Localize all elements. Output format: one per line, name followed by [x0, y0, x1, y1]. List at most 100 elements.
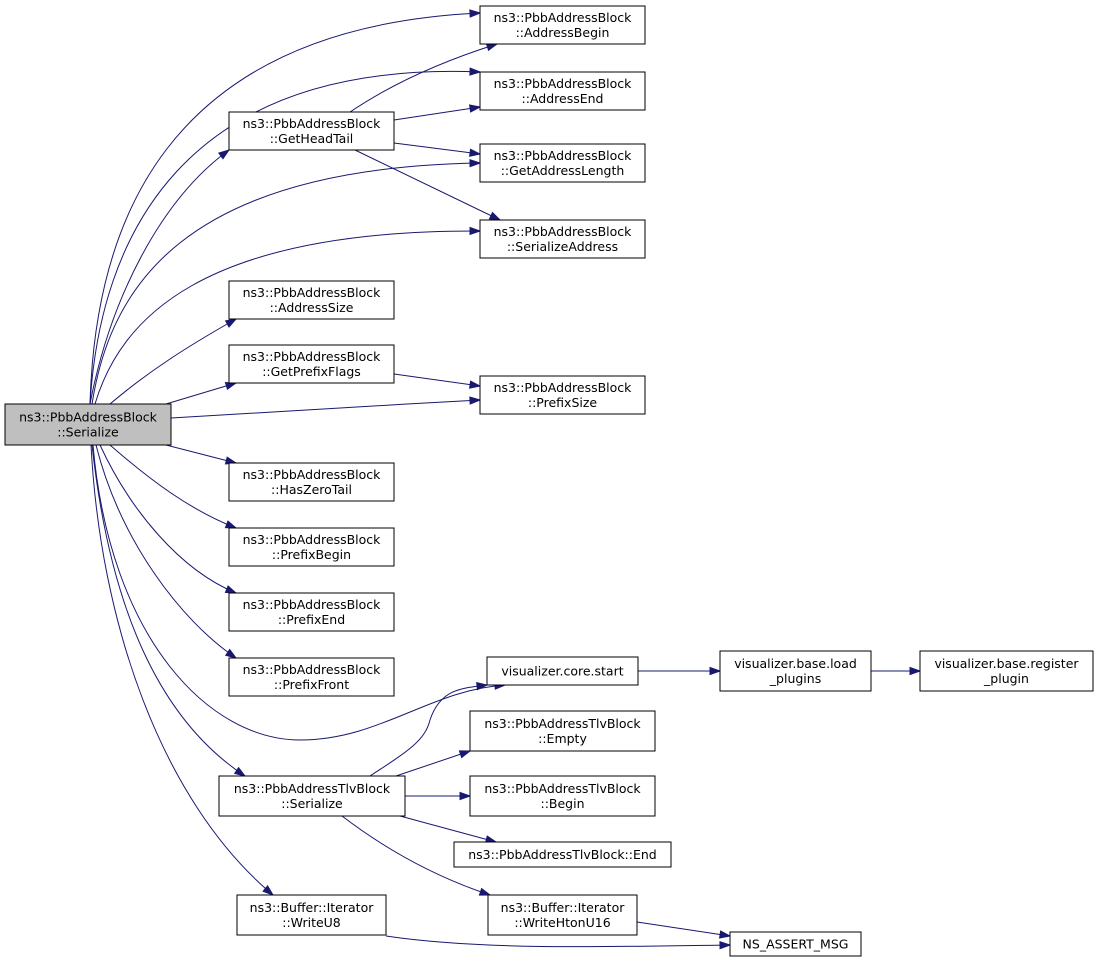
arrowhead-icon	[469, 380, 482, 389]
node-label: visualizer.base.register	[934, 656, 1079, 671]
edge-writeU8-to-assertMsg	[385, 935, 732, 950]
node-box	[479, 71, 646, 111]
edge-line	[369, 684, 488, 777]
node-tlvEnd[interactable]: ns3::PbbAddressTlvBlock::End	[453, 841, 672, 868]
edge-root-to-getHeadTail	[89, 149, 231, 405]
edge-line	[399, 815, 497, 843]
nodes-layer: ns3::PbbAddressBlock::Serializens3::PbbA…	[4, 5, 1094, 957]
arrowhead-icon	[909, 666, 922, 676]
node-hasZeroTail[interactable]: ns3::PbbAddressBlock::HasZeroTail	[228, 462, 395, 502]
node-writeU8[interactable]: ns3::Buffer::Iterator::WriteU8	[236, 894, 387, 936]
edge-line	[89, 70, 481, 405]
edge-line	[94, 230, 481, 405]
node-prefixEnd[interactable]: ns3::PbbAddressBlock::PrefixEnd	[228, 592, 395, 632]
node-tlvSerialize[interactable]: ns3::PbbAddressTlvBlock::Serialize	[218, 775, 406, 817]
node-prefixSize[interactable]: ns3::PbbAddressBlock::PrefixSize	[479, 375, 646, 415]
node-label: ns3::PbbAddressBlock	[494, 10, 633, 25]
edge-tlvSerialize-to-tlvEmpty	[395, 750, 472, 777]
node-writeHtonU16[interactable]: ns3::Buffer::Iterator::WriteHtonU16	[487, 894, 638, 936]
node-addressSize[interactable]: ns3::PbbAddressBlock::AddressSize	[228, 280, 395, 320]
node-box	[479, 375, 646, 415]
node-root[interactable]: ns3::PbbAddressBlock::Serialize	[4, 403, 172, 446]
node-label: ns3::PbbAddressBlock	[19, 410, 158, 425]
node-label: ns3::PbbAddressBlock	[243, 349, 382, 364]
node-vizRegisterPlugin[interactable]: visualizer.base.register_plugin	[919, 650, 1094, 692]
arrowhead-icon	[233, 766, 247, 777]
node-label: ::GetPrefixFlags	[262, 364, 361, 379]
edge-getPrefixFlags-to-prefixSize	[393, 373, 482, 389]
edge-line	[393, 373, 481, 387]
edge-root-to-getAddressLength	[91, 158, 482, 405]
node-box	[486, 656, 639, 686]
node-box	[453, 841, 672, 868]
node-label: ns3::PbbAddressTlvBlock::End	[468, 847, 657, 862]
node-label: visualizer.core.start	[501, 664, 623, 679]
edge-root-to-prefixFront	[95, 444, 238, 659]
node-addressBegin[interactable]: ns3::PbbAddressBlock::AddressBegin	[479, 5, 646, 45]
node-label: ns3::PbbAddressBlock	[494, 76, 633, 91]
node-tlvEmpty[interactable]: ns3::PbbAddressTlvBlock::Empty	[469, 710, 656, 752]
edge-line	[91, 444, 246, 777]
arrowhead-icon	[262, 885, 275, 896]
arrowhead-icon	[459, 791, 472, 801]
node-label: ns3::PbbAddressBlock	[243, 285, 382, 300]
node-vizCoreStart[interactable]: visualizer.core.start	[486, 656, 639, 686]
node-label: visualizer.base.load	[734, 656, 857, 671]
edge-root-to-hasZeroTail	[165, 444, 238, 465]
node-prefixBegin[interactable]: ns3::PbbAddressBlock::PrefixBegin	[228, 527, 395, 567]
arrowhead-icon	[224, 585, 238, 594]
node-label: ns3::PbbAddressBlock	[243, 662, 382, 677]
node-label: ::PrefixBegin	[272, 547, 351, 562]
edge-line	[99, 444, 237, 594]
edge-line	[109, 444, 237, 529]
node-addressEnd[interactable]: ns3::PbbAddressBlock::AddressEnd	[479, 71, 646, 111]
edge-tlvSerialize-to-tlvEnd	[399, 815, 498, 844]
node-box	[487, 894, 638, 936]
arrowhead-icon	[469, 158, 482, 168]
node-serializeAddress[interactable]: ns3::PbbAddressBlock::SerializeAddress	[479, 219, 646, 259]
node-box	[729, 931, 862, 957]
edges-layer	[89, 9, 922, 950]
node-box	[228, 657, 395, 697]
node-label: ::PrefixFront	[274, 677, 349, 692]
node-getAddressLength[interactable]: ns3::PbbAddressBlock::GetAddressLength	[479, 143, 646, 183]
edge-line	[393, 106, 481, 121]
node-tlvBegin[interactable]: ns3::PbbAddressTlvBlock::Begin	[469, 775, 656, 817]
node-box	[228, 592, 395, 632]
edge-root-to-addressBegin	[89, 9, 482, 405]
node-label: ::Begin	[540, 796, 584, 811]
arrowhead-icon	[469, 67, 482, 76]
edge-getHeadTail-to-getAddressLength	[393, 142, 482, 157]
node-label: ::WriteHtonU16	[514, 915, 610, 930]
edge-tlvSerialize-to-tlvBegin	[405, 791, 472, 801]
arrowhead-icon	[218, 149, 231, 160]
node-label: ns3::PbbAddressTlvBlock	[484, 716, 641, 731]
arrowhead-icon	[469, 9, 482, 18]
node-box	[469, 710, 656, 752]
arrowhead-icon	[709, 666, 722, 676]
node-box	[469, 775, 656, 817]
node-box	[228, 344, 395, 384]
node-box	[228, 462, 395, 502]
arrowhead-icon	[224, 381, 238, 391]
node-vizLoadPlugins[interactable]: visualizer.base.load_plugins	[719, 650, 872, 692]
node-label: ::HasZeroTail	[271, 482, 352, 497]
edge-getHeadTail-to-serializeAddress	[354, 149, 502, 221]
edge-writeHtonU16-to-assertMsg	[636, 921, 732, 939]
node-getHeadTail[interactable]: ns3::PbbAddressBlock::GetHeadTail	[228, 111, 395, 151]
node-prefixFront[interactable]: ns3::PbbAddressBlock::PrefixFront	[228, 657, 395, 697]
node-label: ns3::Buffer::Iterator	[501, 900, 626, 915]
node-assertMsg[interactable]: NS_ASSERT_MSG	[729, 931, 862, 957]
arrowhead-icon	[476, 681, 489, 691]
arrowhead-icon	[468, 104, 482, 113]
edge-getHeadTail-to-addressBegin	[349, 43, 499, 113]
node-box	[228, 527, 395, 567]
edge-line	[89, 149, 230, 405]
node-label: ::GetAddressLength	[501, 163, 625, 178]
node-box	[479, 219, 646, 259]
node-getPrefixFlags[interactable]: ns3::PbbAddressBlock::GetPrefixFlags	[228, 344, 395, 384]
edge-line	[393, 142, 481, 155]
edge-getHeadTail-to-addressEnd	[393, 104, 482, 121]
edge-root-to-addressSize	[109, 318, 238, 405]
node-label: ns3::PbbAddressBlock	[243, 116, 382, 131]
